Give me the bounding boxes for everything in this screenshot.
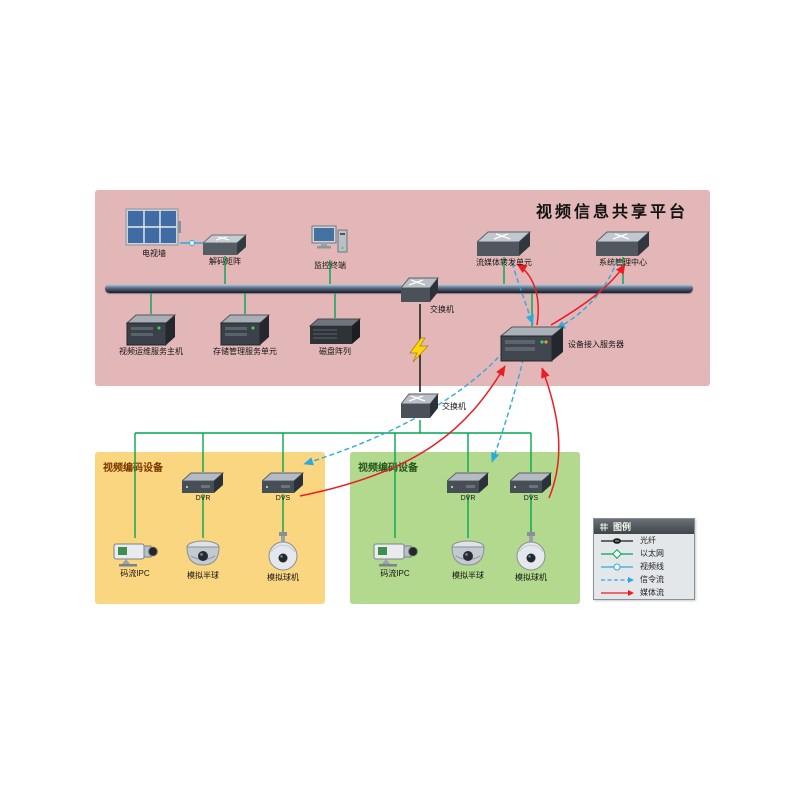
decoder-label: 解码矩阵 <box>209 257 241 266</box>
node-dvs-right: DVS <box>509 472 553 503</box>
dvs-left-label: DVS <box>275 495 291 502</box>
dvs-icon <box>510 472 552 494</box>
legend-item-video: 视频线 <box>594 560 694 573</box>
monitor-terminal-label: 监控终端 <box>314 261 346 270</box>
legend-item-media: 媒体流 <box>594 586 694 599</box>
node-dvs-left: DVS <box>261 472 305 503</box>
node-switch-top: 交换机 <box>401 276 454 315</box>
dome-right-label: 模拟半球 <box>452 571 484 580</box>
node-ipc-left: 码流IPC <box>110 538 160 579</box>
ethernet-backbone-bus <box>105 284 693 293</box>
switch-top-label: 交换机 <box>430 305 454 314</box>
ipc-right-label: 码流IPC <box>380 569 410 578</box>
node-system-mgmt-center: 系统管理中心 <box>585 231 661 268</box>
switch-bottom-label: 交换机 <box>442 401 466 411</box>
node-tv-wall: 电视墙 <box>122 208 186 259</box>
tv-wall-label: 电视墙 <box>142 249 166 258</box>
switch-icon <box>401 276 439 304</box>
node-dvr-right: DVR <box>446 472 490 503</box>
dome-camera-icon <box>185 538 221 570</box>
node-ipc-right: 码流IPC <box>370 538 420 579</box>
access-server-icon <box>500 326 564 362</box>
node-dome-right: 模拟半球 <box>446 538 490 581</box>
switch-icon <box>401 392 439 420</box>
ipc-left-label: 码流IPC <box>120 569 150 578</box>
legend-signal-label: 信令流 <box>640 574 664 584</box>
node-dome-left: 模拟半球 <box>181 538 225 581</box>
dvr-icon <box>447 472 489 494</box>
video-line-icon <box>601 563 633 570</box>
ipc-camera-icon <box>372 538 418 568</box>
legend-icon <box>600 522 608 531</box>
node-decoder-matrix: 解码矩阵 <box>197 234 253 267</box>
dome-camera-icon <box>450 538 486 570</box>
storage-mgmt-icon <box>220 314 270 346</box>
legend-fiber-label: 光纤 <box>640 535 656 545</box>
signal-flow-icon <box>601 576 634 583</box>
legend-header: 图例 <box>594 519 694 534</box>
dvr-right-label: DVR <box>460 495 476 502</box>
fiber-line-icon <box>601 537 633 544</box>
legend-ethernet-label: 以太网 <box>640 548 664 558</box>
ptz-camera-icon <box>514 532 548 572</box>
decoder-icon <box>203 234 247 256</box>
media-flows <box>299 263 626 499</box>
dvr-icon <box>182 472 224 494</box>
stream-forward-icon <box>477 231 531 257</box>
ptz-right-label: 模拟球机 <box>515 573 547 582</box>
node-stream-forward-unit: 流媒体转发单元 <box>462 231 546 268</box>
node-dvr-left: DVR <box>181 472 225 503</box>
lightning-icon <box>409 337 429 363</box>
legend-video-label: 视频线 <box>640 561 664 571</box>
page-title: 视频信息共享平台 <box>536 204 689 221</box>
stream-forward-label: 流媒体转发单元 <box>476 258 532 267</box>
node-switch-bottom: 交换机 <box>401 392 466 420</box>
node-disk-array: 磁盘阵列 <box>305 318 365 357</box>
access-server-label: 设备接入服务器 <box>568 339 624 349</box>
ipc-camera-icon <box>112 538 158 568</box>
ptz-left-label: 模拟球机 <box>267 573 299 582</box>
legend: 图例 光纤 以太网 视频线 <box>593 518 695 600</box>
video-link <box>180 240 204 246</box>
node-storage-mgmt-unit: 存储管理服务单元 <box>210 314 280 357</box>
system-mgmt-label: 系统管理中心 <box>599 258 647 267</box>
monitor-terminal-icon <box>310 224 350 260</box>
storage-mgmt-label: 存储管理服务单元 <box>213 347 277 356</box>
node-monitor-terminal: 监控终端 <box>302 224 358 271</box>
dvr-left-label: DVR <box>195 495 211 502</box>
encode-area-right-label: 视频编码设备 <box>358 463 418 474</box>
ops-server-label: 视频运维服务主机 <box>119 347 183 356</box>
legend-title: 图例 <box>613 522 632 532</box>
node-ptz-right: 模拟球机 <box>509 532 553 583</box>
system-mgmt-icon <box>596 231 650 257</box>
dvs-right-label: DVS <box>523 495 539 502</box>
legend-media-label: 媒体流 <box>640 587 664 597</box>
tv-wall-icon <box>125 208 183 248</box>
media-flow-icon <box>601 589 634 596</box>
legend-item-ethernet: 以太网 <box>594 547 694 560</box>
ptz-camera-icon <box>266 532 300 572</box>
ethernet-line-icon <box>601 548 633 559</box>
node-ptz-left: 模拟球机 <box>261 532 305 583</box>
node-ops-server: 视频运维服务主机 <box>116 314 186 357</box>
ops-server-icon <box>126 314 176 346</box>
legend-item-fiber: 光纤 <box>594 534 694 547</box>
disk-array-icon <box>309 318 361 346</box>
node-access-server: 设备接入服务器 <box>500 326 624 362</box>
legend-item-signal: 信令流 <box>594 573 694 586</box>
disk-array-label: 磁盘阵列 <box>319 347 351 356</box>
dvs-icon <box>262 472 304 494</box>
encode-area-left-label: 视频编码设备 <box>103 463 163 474</box>
dome-left-label: 模拟半球 <box>187 571 219 580</box>
